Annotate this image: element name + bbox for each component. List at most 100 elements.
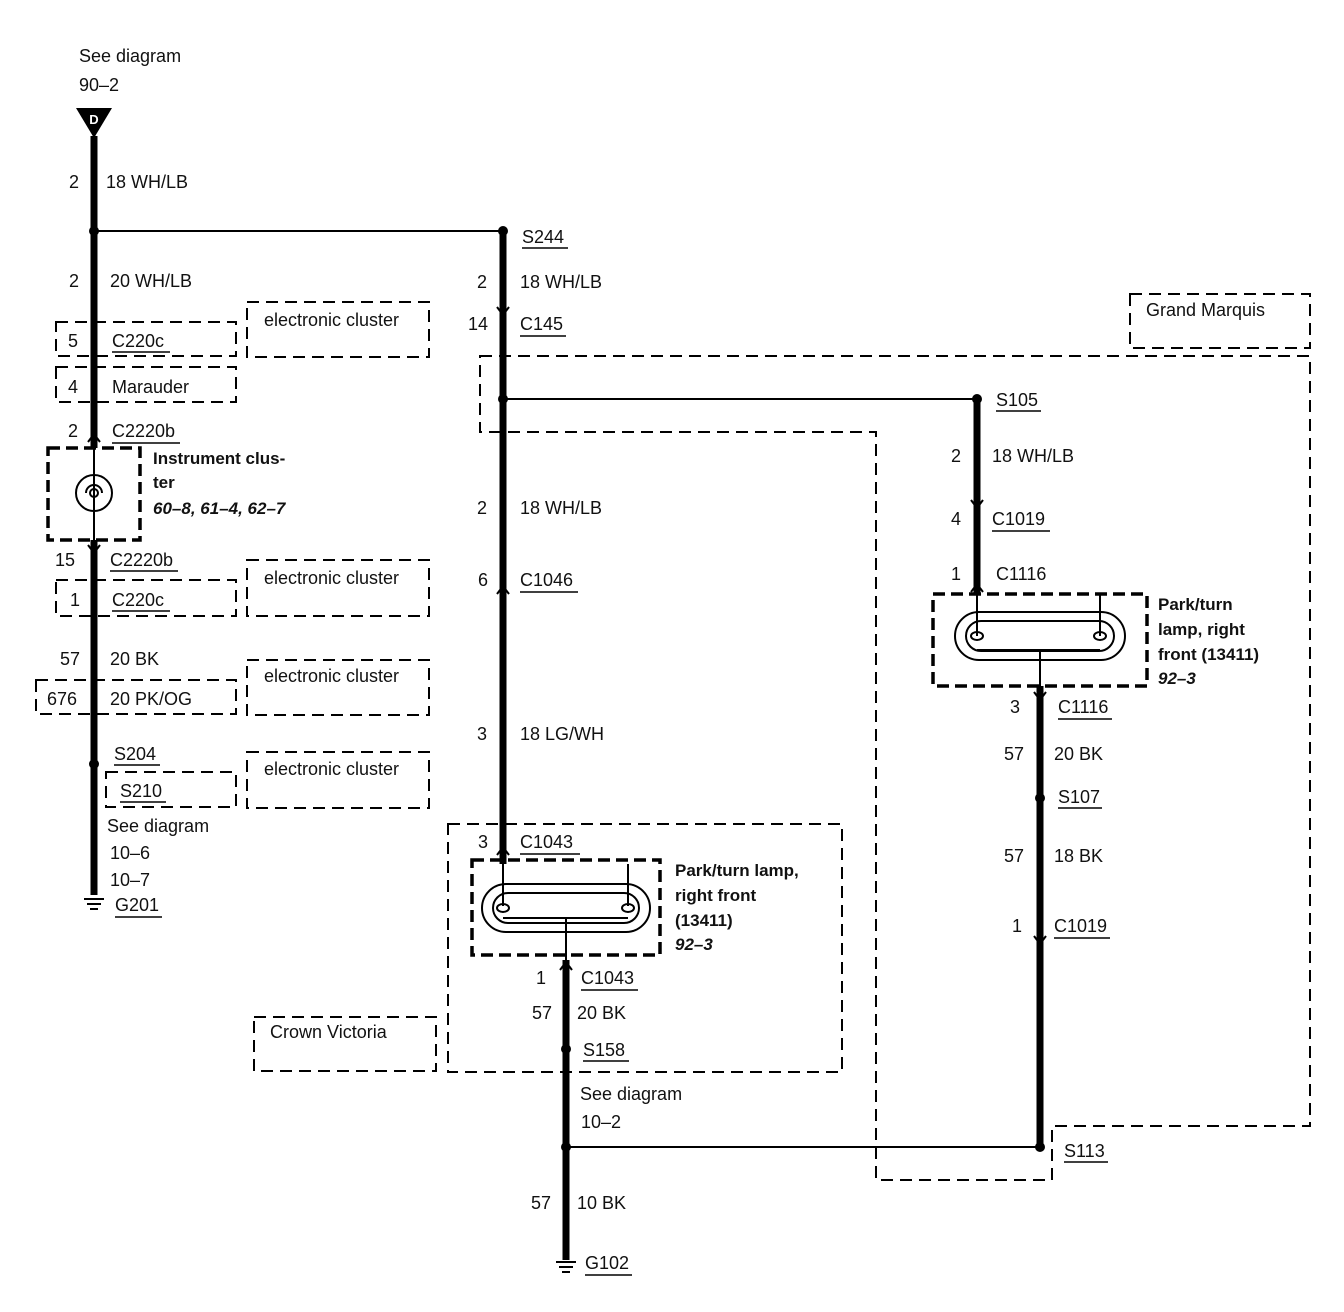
electronic-cluster-box-2 <box>246 559 430 617</box>
wire-top-pin: 2 <box>69 172 79 192</box>
c2220b-top-pin: 2 <box>68 421 78 441</box>
c1046-connector-icon <box>496 584 510 595</box>
c1046-pin: 6 <box>478 570 488 590</box>
middle-wire-1-pin: 2 <box>477 272 487 292</box>
c1116-top-label: C1116 <box>996 564 1046 584</box>
c220c-bottom-option-box <box>55 579 237 617</box>
option-boxes <box>35 293 1311 1181</box>
left-see-diagram-line2: 10–6 <box>110 843 150 863</box>
offpage-reference: See diagram 90–2 D <box>76 46 181 138</box>
wires <box>90 136 1044 1260</box>
s210-label: S210 <box>120 781 162 801</box>
lamp-cv-name-line1: Park/turn lamp, <box>675 861 799 880</box>
c2220b-bottom-label: C2220b <box>110 550 173 570</box>
splice-s244-icon <box>498 226 508 236</box>
marauder-label: Marauder <box>112 377 189 397</box>
splice-s107-icon <box>1035 793 1045 803</box>
offpage-connector-letter: D <box>89 112 98 127</box>
splice-s204-icon <box>89 759 99 769</box>
s210-option-box <box>105 771 237 808</box>
grand-marquis-label: Grand Marquis <box>1146 300 1265 320</box>
ground-g102-label: G102 <box>585 1253 629 1273</box>
right-wire-bk2-pin: 57 <box>1004 846 1024 866</box>
c1116-top-pin: 1 <box>951 564 961 584</box>
right-wire-1-label: 18 WH/LB <box>992 446 1074 466</box>
c145-pin: 14 <box>468 314 488 334</box>
lamp-crown-victoria-bulb-icon <box>481 883 651 933</box>
splice-ground-junction <box>561 1142 571 1152</box>
splices <box>89 226 1045 1152</box>
s204-label: S204 <box>114 744 156 764</box>
electronic-cluster-label-3: electronic cluster <box>264 666 399 686</box>
instrument-cluster-name-line1: Instrument clus- <box>153 449 285 468</box>
right-wire-bk-label: 20 BK <box>1054 744 1103 764</box>
middle-see-diagram-line2: 10–2 <box>581 1112 621 1132</box>
c1019-bottom-connector-icon <box>1033 935 1047 946</box>
ground-g102-icon <box>556 1261 576 1273</box>
left-see-diagram-line3: 10–7 <box>110 870 150 890</box>
splice-middle-junction <box>498 394 508 404</box>
right-wire-bk-pin: 57 <box>1004 744 1024 764</box>
lamp-grand-marquis-box <box>931 592 1149 688</box>
wire-pk-label: 20 PK/OG <box>110 689 192 709</box>
c1116-top-connector-icon <box>970 582 984 593</box>
instrument-cluster-name-line2: ter <box>153 473 175 492</box>
s107-label: S107 <box>1058 787 1100 807</box>
grand-marquis-region <box>479 355 1311 1181</box>
c220c-top-pin: 5 <box>68 331 78 351</box>
c1043-top-connector-icon <box>496 845 510 856</box>
splice-left-junction <box>89 226 99 236</box>
right-wire-bk2-label: 18 BK <box>1054 846 1103 866</box>
middle-wire-ground-label: 10 BK <box>577 1193 626 1213</box>
lamp-cv-name-line2: right front <box>675 886 757 905</box>
c145-label: C145 <box>520 314 563 334</box>
splice-s113-icon <box>1035 1142 1045 1152</box>
c145-connector-icon <box>496 306 510 317</box>
c1046-label: C1046 <box>520 570 573 590</box>
left-see-diagram-line1: See diagram <box>107 816 209 836</box>
lamp-cv-name-line3: (13411) <box>675 911 733 930</box>
cluster-bulb-icon <box>75 474 113 512</box>
connector-arrows <box>87 306 1047 971</box>
right-wire-1-pin: 2 <box>951 446 961 466</box>
cluster-filament-icon <box>85 484 103 494</box>
c1043-bottom-label: C1043 <box>581 968 634 988</box>
c1043-bottom-connector-icon <box>559 960 573 971</box>
lamp-gm-name-line1: Park/turn <box>1158 595 1233 614</box>
lamp-gm-name-line2: lamp, right <box>1158 620 1245 639</box>
marauder-pin: 4 <box>68 377 78 397</box>
electronic-cluster-label-1: electronic cluster <box>264 310 399 330</box>
c1019-top-connector-icon <box>970 499 984 510</box>
c1043-bottom-pin: 1 <box>536 968 546 988</box>
electronic-cluster-label-2: electronic cluster <box>264 568 399 588</box>
lamp-gm-name-line3: front (13411) <box>1158 645 1259 664</box>
middle-wire-1-label: 18 WH/LB <box>520 272 602 292</box>
left-branch-labels: 2 18 WH/LB 2 20 WH/LB 5 C220c 4 Marauder… <box>47 172 399 918</box>
s158-label: S158 <box>583 1040 625 1060</box>
marauder-option-box <box>55 366 237 403</box>
electronic-cluster-label-4: electronic cluster <box>264 759 399 779</box>
offpage-ref-line1: See diagram <box>79 46 181 66</box>
middle-branch-labels: S244 2 18 WH/LB 14 C145 2 18 WH/LB 6 C10… <box>270 227 799 1276</box>
crown-victoria-label-box <box>253 1016 437 1072</box>
c220c-top-label: C220c <box>112 331 164 351</box>
c1116-bottom-pin: 3 <box>1010 697 1020 717</box>
wire-bk-label: 20 BK <box>110 649 159 669</box>
wire-top-label: 18 WH/LB <box>106 172 188 192</box>
wire-mid-pin: 2 <box>69 271 79 291</box>
ground-symbols <box>84 898 576 1273</box>
c2220b-top-connector-icon <box>87 432 101 443</box>
instrument-cluster-box <box>46 446 142 542</box>
middle-wire-3-pin: 3 <box>477 724 487 744</box>
park-turn-lamp-grand-marquis <box>931 592 1149 688</box>
c1019-bottom-label: C1019 <box>1054 916 1107 936</box>
park-turn-lamp-crown-victoria <box>470 858 662 957</box>
c2220b-bottom-pin: 15 <box>55 550 75 570</box>
offpage-ref-line2: 90–2 <box>79 75 119 95</box>
lamp-gm-ref: 92–3 <box>1158 669 1196 688</box>
electronic-cluster-box-4 <box>246 751 430 809</box>
middle-wire-bk-label: 20 BK <box>577 1003 626 1023</box>
c220c-bottom-label: C220c <box>112 590 164 610</box>
crown-victoria-label: Crown Victoria <box>270 1022 388 1042</box>
